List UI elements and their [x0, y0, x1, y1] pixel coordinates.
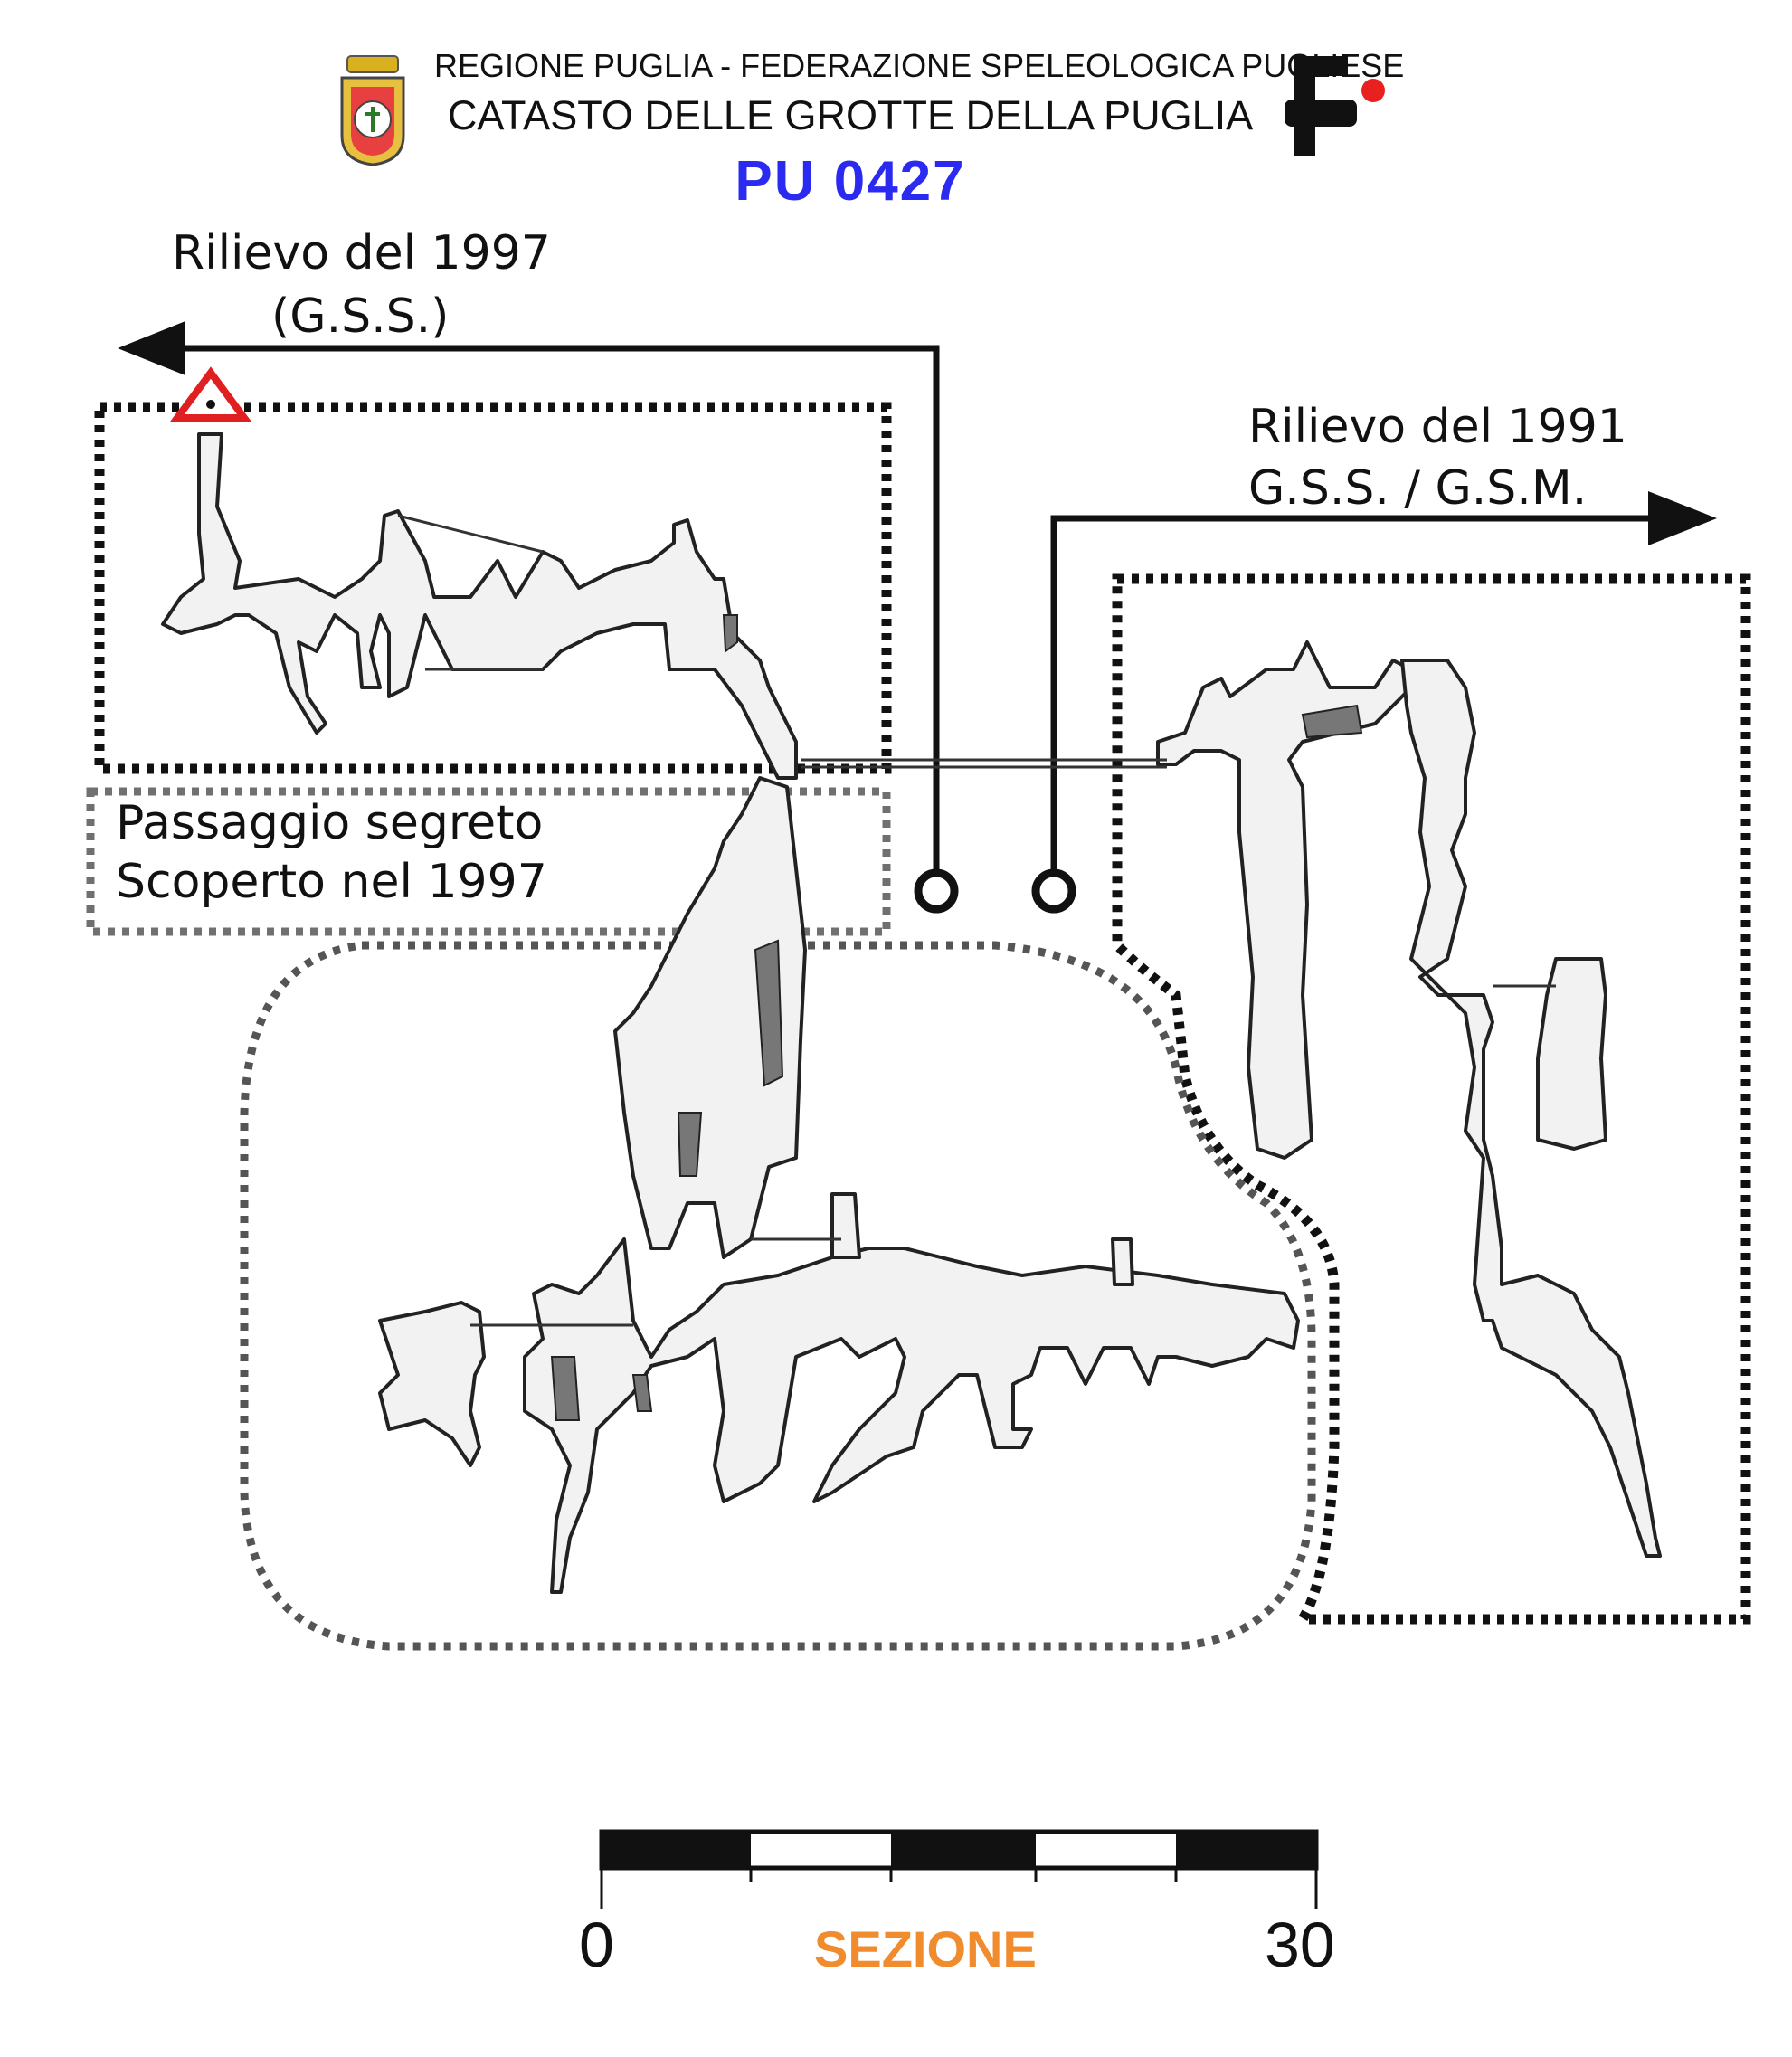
arrow-1997 — [163, 345, 959, 914]
cave-entrance-triangle-icon — [170, 366, 251, 422]
header-catasto: CATASTO DELLE GROTTE DELLA PUGLIA — [447, 92, 1254, 138]
survey-lines — [397, 514, 1556, 1327]
cave-passages — [161, 432, 1662, 1594]
header-region-federation: REGIONE PUGLIA - FEDERAZIONE SPELEOLOGIC… — [434, 47, 1405, 84]
cave-shading — [550, 614, 1363, 1421]
fsp-logo-icon — [1285, 56, 1385, 156]
arrow-1997-head — [118, 321, 185, 375]
survey-1997-group: (G.S.S.) — [271, 289, 450, 344]
scale-max-label: 30 — [1265, 1910, 1335, 1980]
scale-min-label: 0 — [579, 1910, 614, 1980]
scale-bar — [599, 1829, 1319, 1909]
frame-lower — [240, 941, 1316, 1651]
survey-1991-title: Rilievo del 1991 — [1248, 400, 1627, 454]
survey-1991-group: G.S.S. / G.S.M. — [1248, 461, 1588, 516]
frame-secret-passage — [86, 787, 891, 936]
frame-1991 — [1112, 573, 1751, 1625]
regione-puglia-coat-of-arms-icon — [340, 55, 405, 166]
survey-1997-title: Rilievo del 1997 — [172, 226, 551, 280]
arrow-1991-head — [1648, 491, 1717, 545]
cave-code: PU 0427 — [735, 150, 966, 213]
secret-passage-line1: Passaggio segreto — [116, 796, 544, 850]
arrow-1991 — [1031, 515, 1664, 914]
sezione-label: SEZIONE — [814, 1920, 1037, 1977]
frame-1997 — [94, 402, 892, 774]
secret-passage-line2: Scoperto nel 1997 — [116, 855, 547, 909]
